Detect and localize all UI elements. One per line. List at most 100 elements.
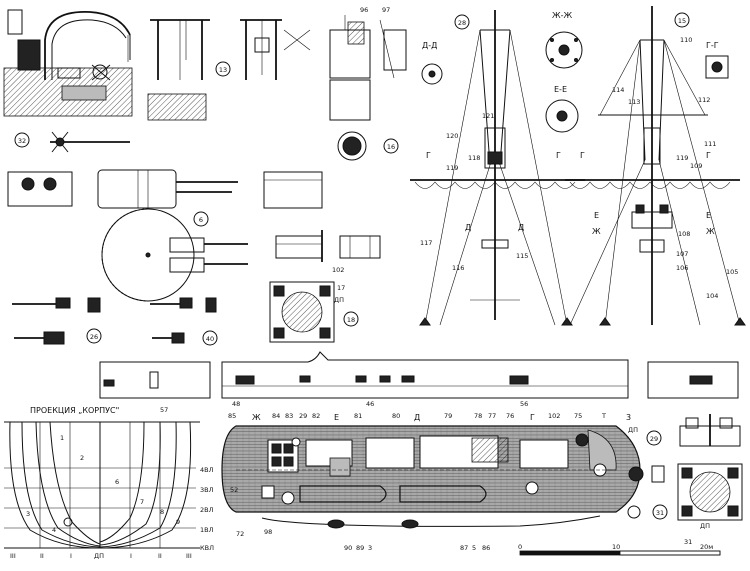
side-elevation-left: 57 xyxy=(99,361,211,414)
proj-bottom-3: I xyxy=(70,552,72,560)
fitting-102: 102 xyxy=(275,230,381,274)
proj-bottom-5: II xyxy=(158,552,162,560)
deck-top-78: 78 xyxy=(474,412,482,420)
platform-16: 16 xyxy=(337,131,399,161)
proj-bottom-6: III xyxy=(186,552,192,560)
label-107: 107 xyxy=(676,250,688,258)
deck-bottom-87: 87 xyxy=(460,544,468,552)
deck-top-81: 81 xyxy=(354,412,362,420)
projection-title: ПРОЕКЦИЯ „КОРПУС" xyxy=(30,406,119,415)
label-18: 18 xyxy=(347,316,355,324)
station-6: 6 xyxy=(115,478,119,486)
deck-bottom-86: 86 xyxy=(482,544,490,552)
label-dp-small: ДП xyxy=(334,296,344,304)
deck-mark-e: Е xyxy=(334,413,339,422)
deck-mark-t: Т xyxy=(601,412,606,420)
deck-mark-zh: Ж xyxy=(252,413,261,422)
label-17: 17 xyxy=(337,284,345,292)
deck-plan: 85 84 83 29 82 81 80 79 78 77 76 102 75 … xyxy=(221,412,641,552)
station-7: 7 xyxy=(140,498,144,506)
label-110: 110 xyxy=(680,36,692,44)
mast-a-g-left: Г xyxy=(426,151,431,160)
mast-b-zh-right: Ж xyxy=(706,227,715,236)
deck-top-85: 85 xyxy=(228,412,236,420)
label-31: 31 xyxy=(656,509,664,517)
wl-1: 1ВЛ xyxy=(200,526,214,534)
label-119: 119 xyxy=(446,164,458,172)
label-121: 121 xyxy=(482,112,494,120)
deck-top-80: 80 xyxy=(392,412,400,420)
detail-31: ДП 31 31 xyxy=(627,463,743,546)
deck-dp: ДП xyxy=(628,426,638,434)
deck-52: 52 xyxy=(230,486,238,494)
guns-row: 26 40 xyxy=(12,297,218,346)
label-116: 116 xyxy=(452,264,464,272)
deck-top-83: 83 xyxy=(285,412,293,420)
side-elevation-right xyxy=(647,361,739,399)
station-1: 1 xyxy=(60,434,64,442)
label-108: 108 xyxy=(678,230,690,238)
section-zhzh-label: Ж-Ж xyxy=(552,11,573,20)
wl-3: 3ВЛ xyxy=(200,486,214,494)
label-26: 26 xyxy=(90,333,98,341)
section-gg: Г-Г xyxy=(705,41,729,79)
deck-top-76: 76 xyxy=(506,412,514,420)
label-46: 46 xyxy=(366,400,374,408)
wl-4: 4ВЛ xyxy=(200,466,214,474)
mast-a: 28 121 120 119 118 117 116 115 Г Г Д Д xyxy=(410,10,585,326)
section-gg-label: Г-Г xyxy=(706,41,719,50)
deck-top-79: 79 xyxy=(444,412,452,420)
mast-b-e-left: Е xyxy=(594,211,599,220)
deck-bottom-72: 72 xyxy=(236,530,244,538)
scale-20: 20м xyxy=(700,543,713,551)
wl-k: КВЛ xyxy=(200,544,214,552)
deck-mark-d: Д xyxy=(414,413,420,422)
deck-mark-g: Г xyxy=(530,413,535,422)
label-106: 106 xyxy=(676,264,688,272)
detail31-dp: ДП xyxy=(700,522,710,530)
body-projection: ПРОЕКЦИЯ „КОРПУС" 1 2 3 4 6 7 8 9 4ВЛ 3В… xyxy=(4,406,214,560)
proj-bottom-4: I xyxy=(130,552,132,560)
station-4: 4 xyxy=(52,526,56,534)
label-117: 117 xyxy=(420,239,432,247)
deck-top-102: 102 xyxy=(548,412,560,420)
derrick-32: 32 xyxy=(14,131,130,153)
mast-b-e-right: Е xyxy=(706,211,711,220)
deck-bottom-5: 5 xyxy=(472,544,476,552)
station-2: 2 xyxy=(80,454,84,462)
deck-bottom-90: 90 xyxy=(344,544,352,552)
proj-bottom-dp: ДП xyxy=(94,552,104,560)
proj-bottom-1: III xyxy=(10,552,16,560)
label-118: 118 xyxy=(468,154,480,162)
section-ee-label: Е-Е xyxy=(554,85,567,94)
proj-bottom-2: II xyxy=(40,552,44,560)
scale-bar: 0 10 20м xyxy=(518,543,721,556)
label-b119: 119 xyxy=(676,154,688,162)
superstructure-drawing: 96 97 xyxy=(329,6,407,121)
deck-top-77: 77 xyxy=(488,412,496,420)
label-102: 102 xyxy=(332,266,344,274)
label-113: 113 xyxy=(628,98,640,106)
detail-29: 29 xyxy=(646,414,741,447)
label-114: 114 xyxy=(612,86,624,94)
deck-top-75: 75 xyxy=(574,412,582,420)
mast-b-g-left: Г xyxy=(580,151,585,160)
label-40: 40 xyxy=(206,335,214,343)
scale-10: 10 xyxy=(612,543,620,551)
turret-views: 6 xyxy=(7,169,323,302)
label-97: 97 xyxy=(382,6,390,14)
mast-a-d-left: Д xyxy=(465,223,471,232)
label-15: 15 xyxy=(678,17,686,25)
label-57: 57 xyxy=(160,406,168,414)
label-28: 28 xyxy=(458,19,466,27)
crane-drawing xyxy=(3,9,133,117)
mast-b: 15 110 114 113 112 111 119 109 108 107 1… xyxy=(565,6,746,326)
label-109: 109 xyxy=(690,162,702,170)
mast-b-g-right: Г xyxy=(706,151,711,160)
frame-drawing-13: 13 xyxy=(147,19,311,121)
label-96: 96 xyxy=(360,6,368,14)
label-16: 16 xyxy=(387,143,395,151)
deck-bottom-98: 98 xyxy=(264,528,272,536)
label-104: 104 xyxy=(706,292,718,300)
